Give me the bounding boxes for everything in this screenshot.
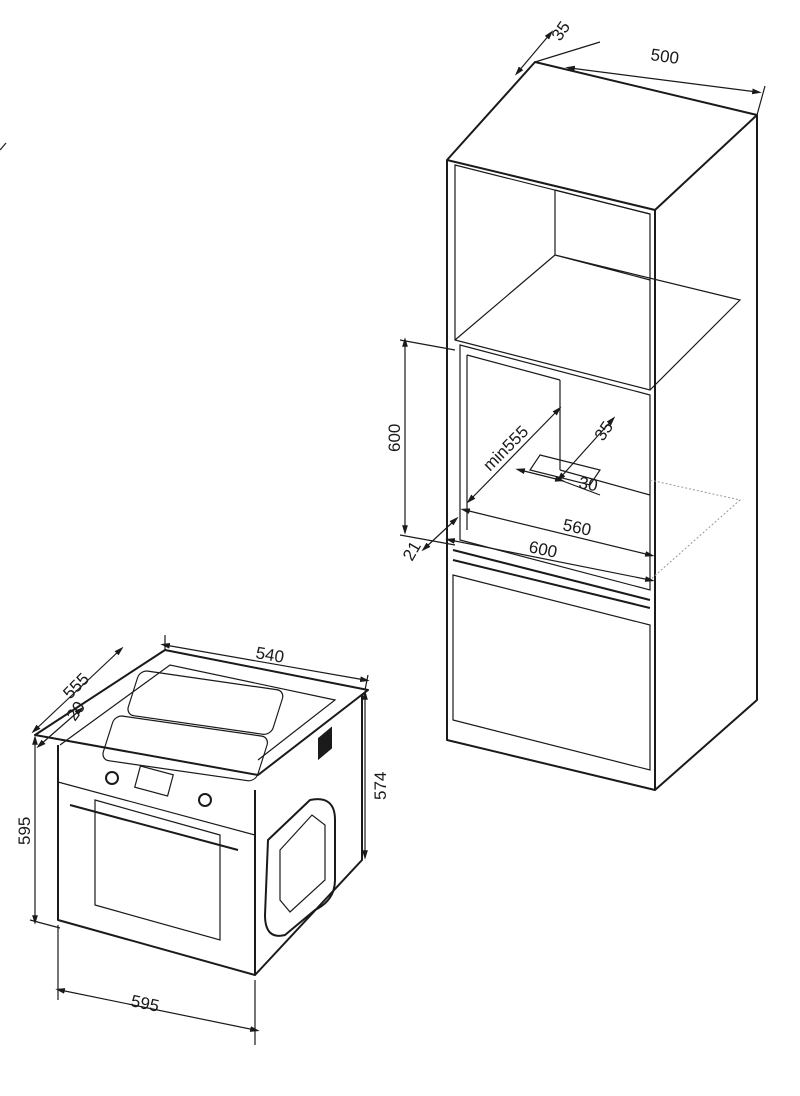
- dim-inner-width: 560: [561, 515, 593, 539]
- oven-drawing: 540 555 20 595 574 595: [15, 635, 390, 1045]
- dim-top-depth: 500: [649, 45, 680, 68]
- dim-oven-width-top: 540: [254, 643, 285, 667]
- dim-outer-width: 600: [527, 537, 559, 561]
- oven-knob-left: [105, 771, 119, 785]
- oven-knob-right: [198, 793, 212, 807]
- dim-top-offset: 35: [548, 18, 574, 44]
- dim-oven-width-front: 595: [129, 991, 161, 1015]
- dim-min-depth: min555: [479, 422, 532, 475]
- dim-oven-height-body: 574: [371, 772, 390, 800]
- dim-front-offset: 21: [399, 538, 425, 564]
- dim-vent-depth: 30: [577, 473, 599, 495]
- dim-oven-height-front: 595: [15, 817, 34, 845]
- dim-oven-depth: 555: [59, 669, 92, 702]
- edge-mark: [0, 142, 7, 151]
- cabinet-drawing: 35 500 600 min555 35 30 560 600 21: [385, 18, 766, 791]
- dim-opening-height: 600: [385, 424, 404, 452]
- dim-rear-gap: 35: [591, 418, 617, 444]
